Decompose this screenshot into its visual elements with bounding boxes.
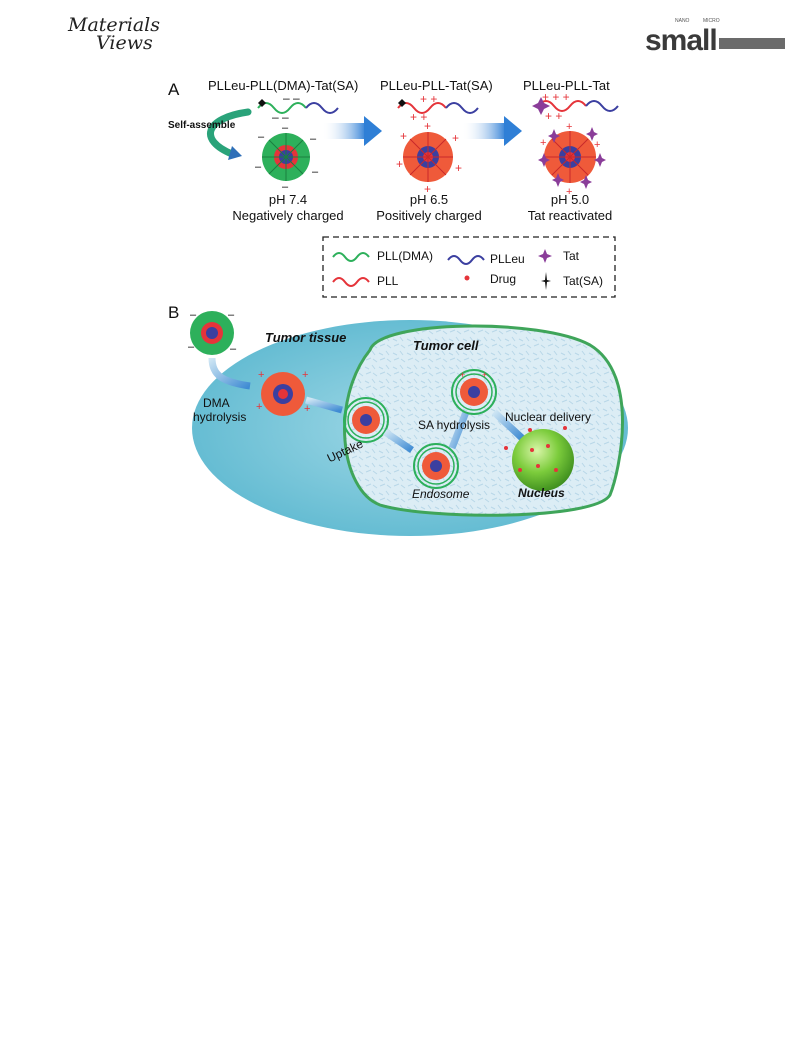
svg-text:– –: – – (283, 91, 300, 105)
svg-text:–: – (255, 161, 262, 173)
endosome-label: Endosome (412, 487, 470, 501)
legend-tat: Tat (563, 249, 580, 263)
micelle-tat: + + + + (538, 121, 606, 198)
arrow-sa (448, 410, 470, 450)
nucleus (512, 429, 574, 491)
self-assemble-arrow (207, 108, 252, 158)
publisher-logo: Materials Views (68, 14, 160, 54)
stage-2-charge: Positively charged (376, 208, 482, 223)
publisher-logo-line1: Materials (68, 14, 160, 36)
svg-text:–: – (258, 131, 265, 143)
svg-text:+ +: + + (410, 110, 427, 124)
svg-text:+: + (424, 182, 431, 196)
nuclear-delivery-label: Nuclear delivery (505, 410, 592, 424)
svg-text:+: + (594, 139, 600, 151)
stage-1-charge: Negatively charged (232, 208, 344, 223)
svg-text:+: + (460, 370, 465, 380)
svg-text:+: + (452, 131, 459, 145)
micelle-positive: + + + + + + (396, 119, 462, 196)
journal-tag-nano: NANO (675, 18, 690, 24)
tumor-tissue-label: Tumor tissue (265, 330, 347, 345)
arrow-to-endosome (383, 429, 414, 453)
legend-plleu: PLLeu (490, 252, 525, 266)
stage-1-ph: pH 7.4 (268, 192, 308, 207)
legend-pll-dma: PLL(DMA) (377, 249, 434, 263)
svg-text:–: – (312, 166, 319, 178)
micelle-endosome (413, 443, 459, 489)
dma-hydrolysis-line1: DMA (203, 396, 230, 410)
tumor-cell-label: Tumor cell (413, 338, 479, 353)
journal-logo: NANO MICRO small (645, 18, 785, 58)
svg-text:+: + (482, 370, 487, 380)
legend-pll: PLL (377, 274, 399, 288)
legend-tat-sa: Tat(SA) (563, 274, 604, 288)
svg-text:+: + (258, 369, 264, 381)
stage-3-charge: Tat reactivated (527, 208, 613, 223)
svg-text:+: + (302, 369, 308, 381)
publisher-logo-line2: Views (96, 32, 153, 54)
polymer-1-label: PLLeu-PLL(DMA)-Tat(SA) (208, 78, 359, 93)
polymer-2-label: PLLeu-PLL-Tat(SA) (380, 78, 493, 93)
svg-text:+: + (566, 121, 572, 133)
arrow-nuclear (491, 409, 525, 441)
legend-box (322, 236, 616, 298)
svg-text:– –: – – (272, 110, 289, 124)
transition-arrow-2 (462, 123, 506, 139)
svg-text:+: + (256, 401, 262, 413)
panel-b-label: B (168, 303, 180, 322)
polymer-3-label: PLLeu-PLL-Tat (523, 78, 610, 93)
micelle-sa: ++ (451, 369, 497, 415)
stage-2-ph: pH 6.5 (409, 192, 449, 207)
svg-text:+ + +: + + + (542, 90, 570, 104)
micelle-b-start: – – – – (188, 309, 237, 355)
chain-2: + + + + (397, 92, 479, 124)
journal-name: small (645, 24, 718, 57)
chain-1: – – – – (257, 91, 339, 124)
svg-text:+: + (540, 137, 546, 149)
stage-3-ph: pH 5.0 (550, 192, 590, 207)
self-assemble-label: Self-assemble (168, 120, 236, 131)
svg-text:–: – (282, 181, 289, 193)
svg-text:+: + (424, 119, 431, 133)
svg-text:–: – (282, 122, 289, 134)
panel-a-label: A (168, 80, 180, 99)
svg-text:–: – (188, 341, 195, 353)
svg-text:–: – (310, 133, 317, 145)
svg-text:+: + (566, 186, 572, 198)
sa-hydrolysis-label: SA hydrolysis (418, 418, 491, 432)
micelle-negative: – – – – – – (255, 122, 319, 193)
transition-arrow-1 (322, 123, 366, 139)
svg-text:+: + (400, 129, 407, 143)
svg-text:+ +: + + (545, 109, 562, 123)
arrow-to-uptake (305, 396, 343, 414)
nucleus-label: Nucleus (518, 486, 565, 500)
journal-bar (719, 38, 785, 49)
svg-text:–: – (230, 343, 237, 355)
micelle-uptake (343, 397, 389, 443)
svg-text:+: + (455, 161, 462, 175)
chain-3: + + + + + (532, 90, 619, 123)
svg-text:–: – (228, 309, 235, 321)
svg-text:–: – (190, 309, 197, 321)
legend-drug: Drug (490, 272, 517, 286)
svg-text:+: + (396, 157, 403, 171)
arrow-dma (208, 357, 251, 390)
dma-hydrolysis-line2: hydrolysis (193, 410, 247, 424)
svg-text:+: + (304, 403, 310, 415)
micelle-b-positive: + + + + (256, 369, 310, 416)
journal-tag-micro: MICRO (703, 18, 720, 24)
svg-text:+ +: + + (420, 92, 437, 106)
